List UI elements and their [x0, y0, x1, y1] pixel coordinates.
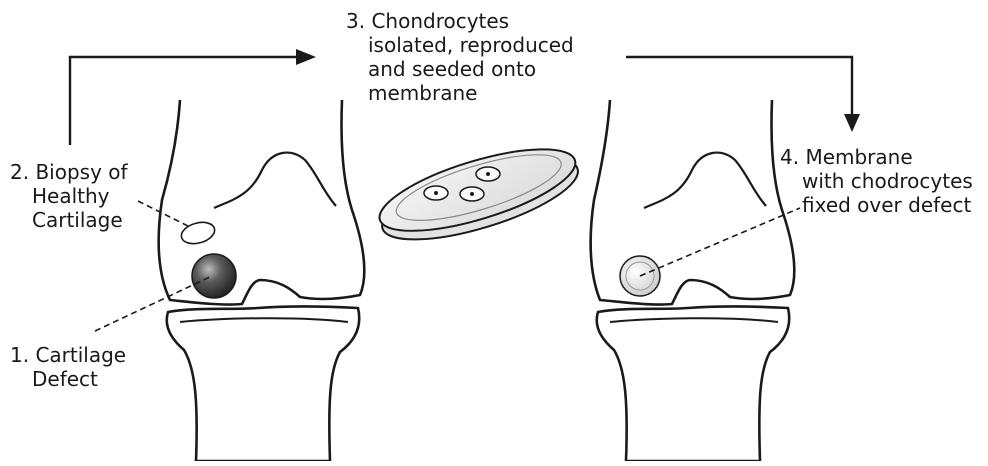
label-cartilage-defect: 1. Cartilage Defect [10, 343, 126, 391]
label-membrane-line: with chodrocytes [780, 169, 973, 193]
arrow-head-right [296, 49, 316, 65]
right-tibia [597, 307, 789, 462]
cell-nucleus [434, 191, 438, 195]
label-biopsy-line: Cartilage [10, 208, 128, 232]
label-chondrocytes-line: 3. Chondrocytes [346, 9, 574, 33]
arrow-head-down [844, 114, 860, 132]
label-membrane-line: 4. Membrane [780, 145, 973, 169]
label-chondrocytes: 3. Chondrocytes isolated, reproduced and… [346, 9, 574, 105]
cell-nucleus [486, 172, 490, 176]
label-defect-line: 1. Cartilage [10, 343, 126, 367]
left-knee [159, 100, 365, 461]
label-defect-line: Defect [10, 367, 126, 391]
label-membrane-line: fixed over defect [780, 193, 973, 217]
left-tibia [167, 307, 359, 462]
label-membrane: 4. Membrane with chodrocytes fixed over … [780, 145, 973, 217]
cell-nucleus [470, 192, 474, 196]
label-chondrocytes-line: membrane [346, 81, 574, 105]
label-biopsy: 2. Biopsy of Healthy Cartilage [10, 160, 128, 232]
label-chondrocytes-line: and seeded onto [346, 57, 574, 81]
label-biopsy-line: 2. Biopsy of [10, 160, 128, 184]
cartilage-defect [192, 254, 236, 298]
label-biopsy-line: Healthy [10, 184, 128, 208]
label-chondrocytes-line: isolated, reproduced [346, 33, 574, 57]
